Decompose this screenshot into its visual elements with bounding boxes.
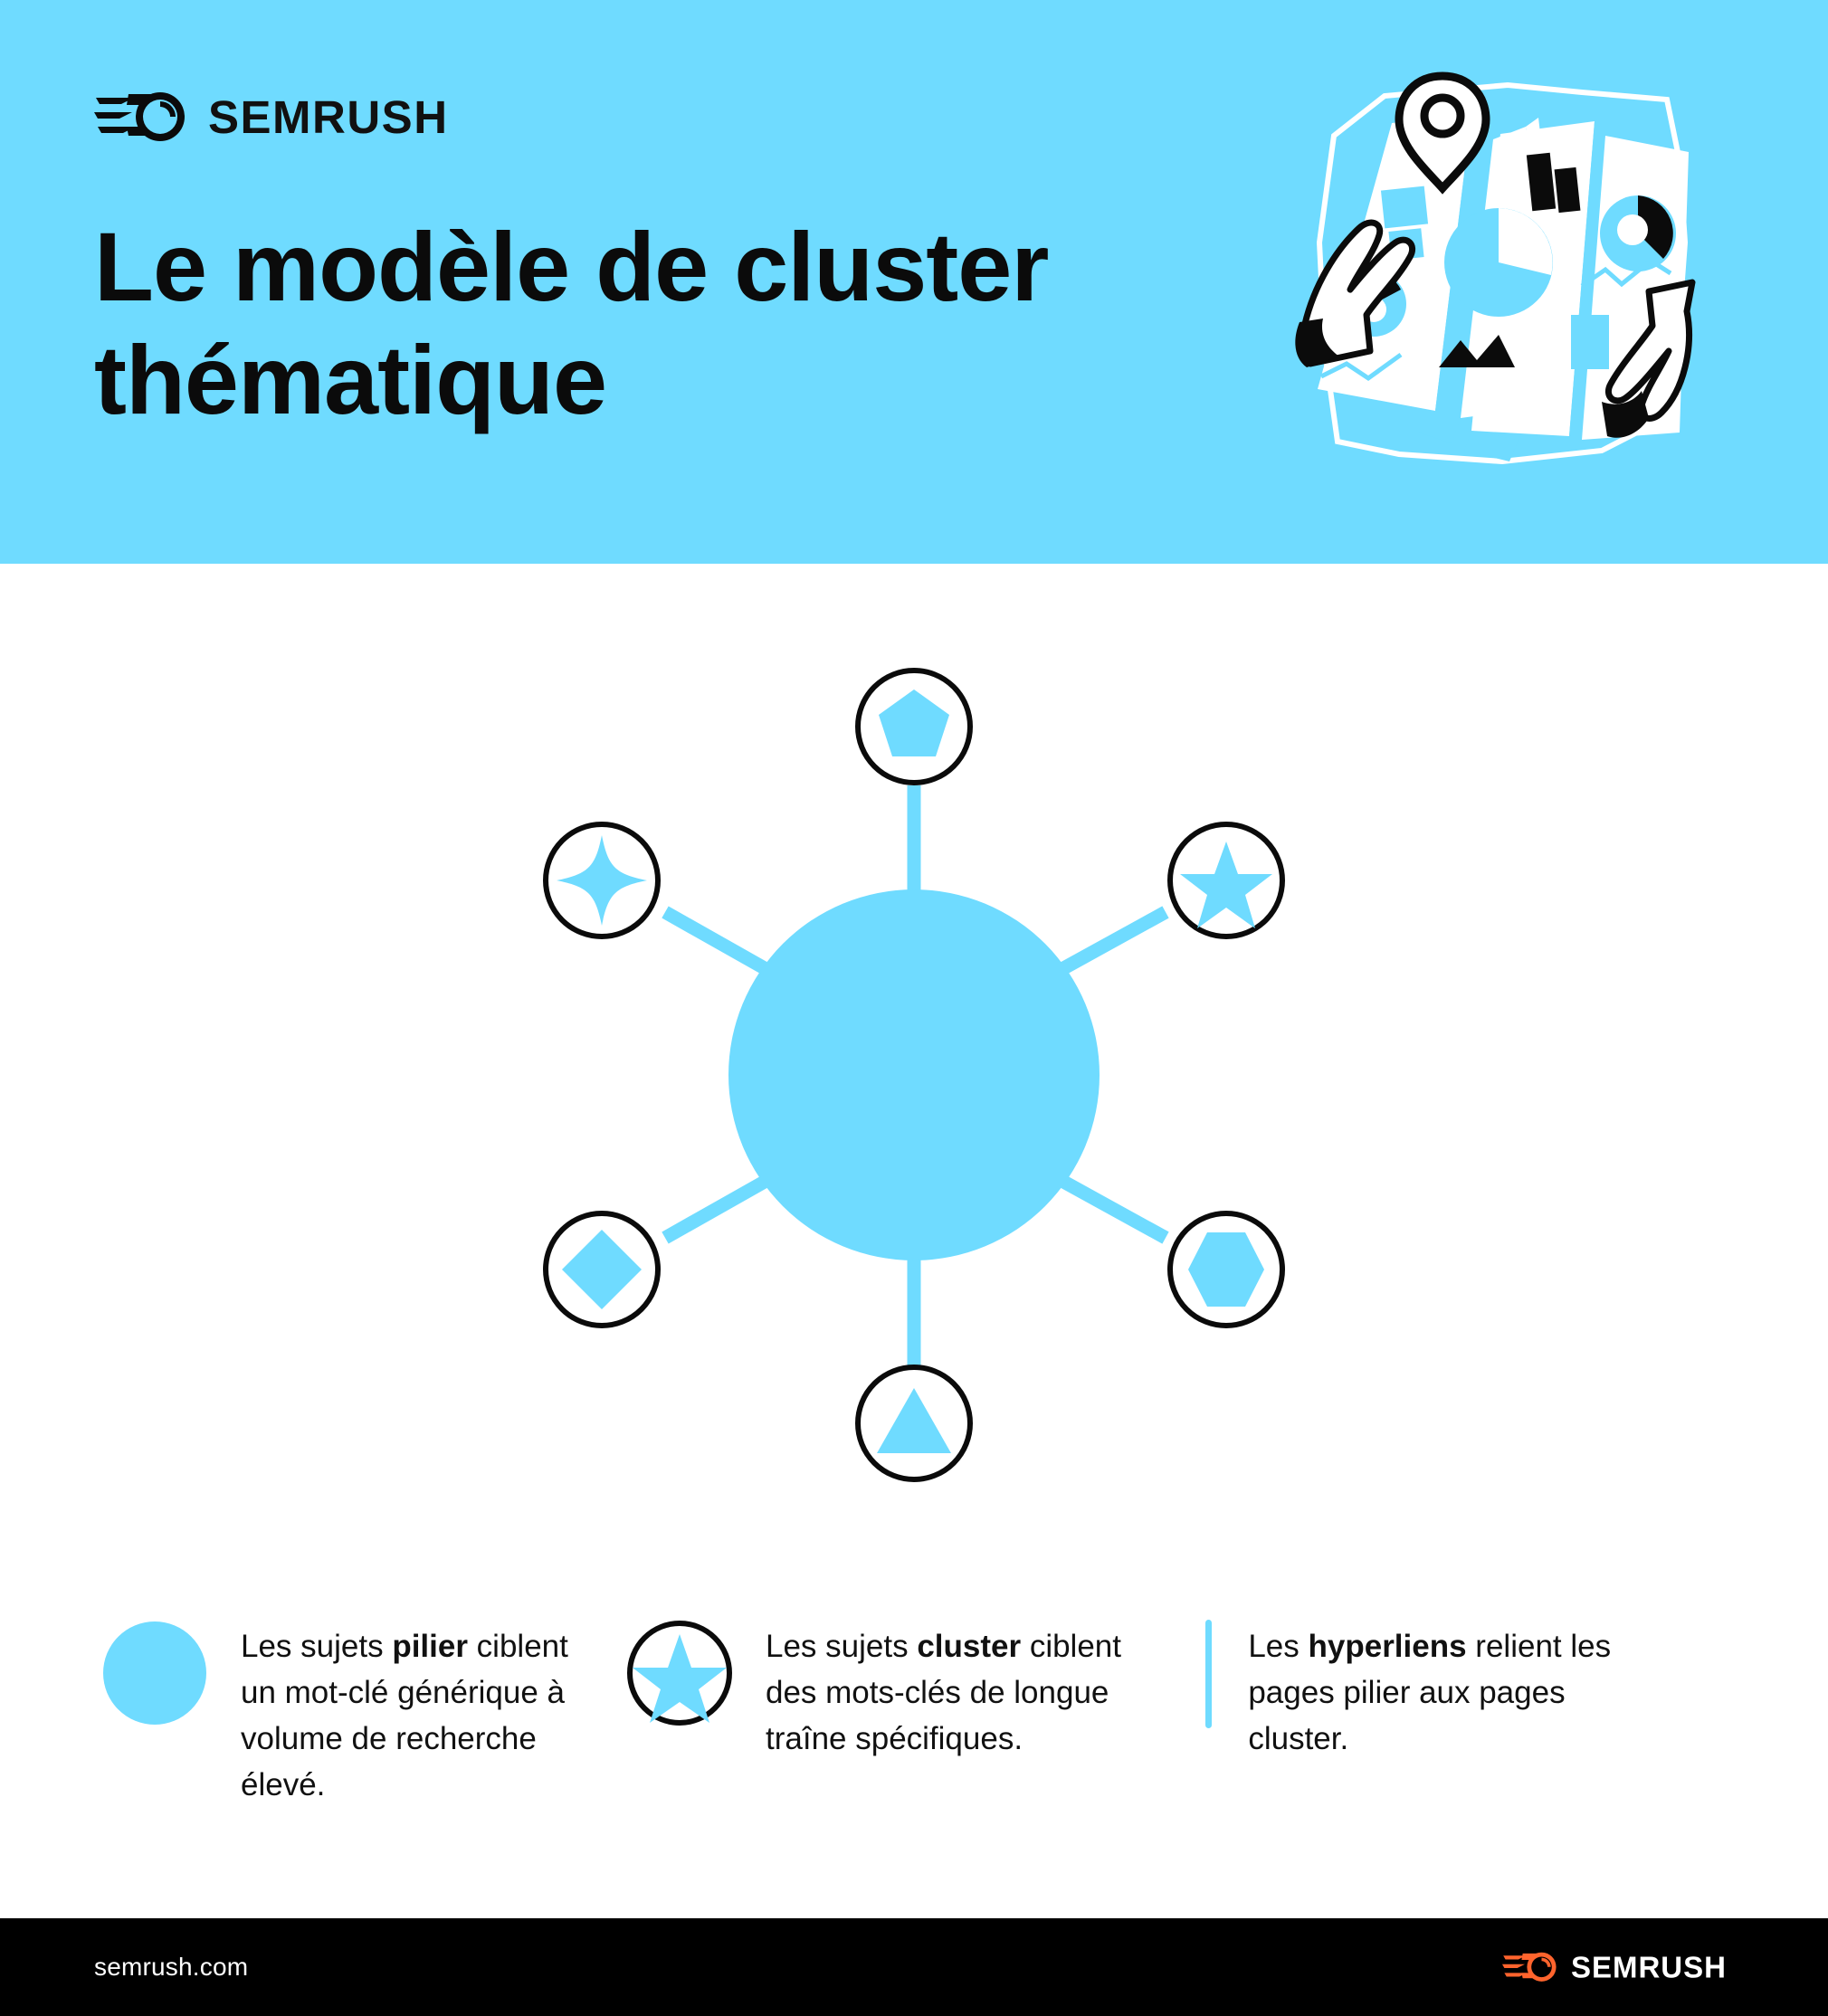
legend: Les sujets pilier ciblent un mot-clé gén… (0, 1620, 1828, 1882)
cluster-node-diamond (543, 1211, 661, 1328)
semrush-comet-icon (94, 90, 188, 143)
triangle-icon (877, 1388, 951, 1453)
spoke-upper-left (662, 906, 773, 977)
diamond-icon (562, 1230, 642, 1309)
spoke-lower-right (1055, 1173, 1169, 1244)
hexagon-icon (1188, 1232, 1264, 1307)
legend-cluster-star-icon (626, 1620, 733, 1731)
legend-cluster-lead: Les sujets (766, 1629, 918, 1664)
legend-pillar-tail: ciblent un mot-clé générique à volume de… (241, 1629, 568, 1803)
legend-hyperlink-text: Les hyperliens relient les pages pilier … (1248, 1620, 1667, 1762)
star-icon (1180, 842, 1272, 928)
footer-brand-lockup[interactable]: SEMRUSH (1501, 1950, 1727, 1984)
footer-brand-name: SEMRUSH (1570, 1950, 1727, 1984)
spoke-lower-left (662, 1173, 773, 1244)
page-title: Le modèle de cluster thématique (94, 212, 1049, 435)
legend-cluster-bold: cluster (917, 1629, 1022, 1664)
legend-pillar-bold: pilier (392, 1629, 468, 1664)
pentagon-icon (879, 689, 949, 756)
cluster-node-pentagon (855, 668, 973, 785)
sparkle-icon (557, 835, 647, 926)
legend-pillar-circle-icon (101, 1620, 208, 1731)
spoke-upper-right (1055, 906, 1169, 977)
legend-hyperlink-bar-icon (1205, 1620, 1213, 1728)
legend-hyperlink-tail: relient les pages pilier aux pages clust… (1248, 1629, 1612, 1757)
cluster-node-triangle (855, 1365, 973, 1482)
cluster-node-hexagon (1167, 1211, 1285, 1328)
legend-hyperlink-lead: Les (1248, 1629, 1309, 1664)
legend-item-pillar: Les sujets pilier ciblent un mot-clé gén… (101, 1620, 608, 1882)
header-brand-name: SEMRUSH (208, 90, 449, 143)
pillar-hub-circle (728, 889, 1100, 1260)
footer-bar: semrush.com SEMRUSH (0, 1918, 1828, 2016)
legend-item-cluster: Les sujets cluster ciblent des mots-clés… (626, 1620, 1133, 1882)
legend-pillar-text: Les sujets pilier ciblent un mot-clé gén… (241, 1620, 608, 1808)
header-brand-lockup[interactable]: SEMRUSH (94, 90, 449, 143)
spoke-group (662, 785, 1169, 1369)
legend-hyperlink-bold: hyperliens (1308, 1629, 1467, 1664)
footer-website-url[interactable]: semrush.com (94, 1953, 249, 1981)
hero-illustration-map (1283, 52, 1718, 480)
legend-cluster-tail: ciblent des mots-clés de longue traîne s… (766, 1629, 1121, 1757)
legend-item-hyperlinks: Les hyperliens relient les pages pilier … (1196, 1620, 1667, 1882)
semrush-comet-icon (1501, 1952, 1558, 1983)
topic-cluster-diagram (0, 564, 1828, 1568)
cluster-node-star (1167, 822, 1285, 939)
cluster-node-sparkle (543, 822, 661, 939)
legend-pillar-lead: Les sujets (241, 1629, 393, 1664)
header-banner: SEMRUSH Le modèle de cluster thématique (0, 0, 1828, 564)
legend-cluster-text: Les sujets cluster ciblent des mots-clés… (766, 1620, 1133, 1762)
